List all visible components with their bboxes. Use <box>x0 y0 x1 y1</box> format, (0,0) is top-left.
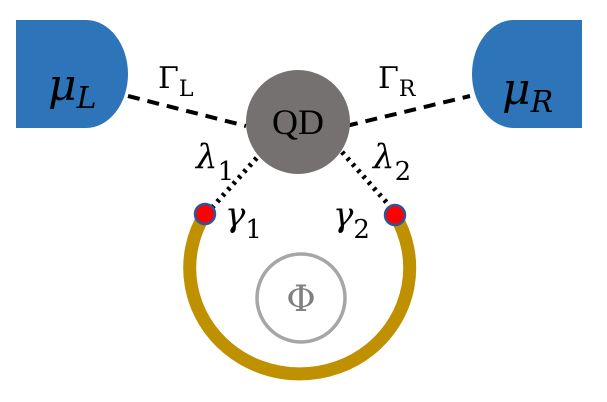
gamma2-label: γ2 <box>333 195 370 245</box>
left-lead <box>16 20 128 128</box>
right-lead-subscript: R <box>530 85 554 120</box>
quantum-dot <box>246 70 350 174</box>
lambda2-symbol: λ <box>371 137 395 177</box>
left-lead-subscript: L <box>76 81 97 116</box>
left-lead-symbol: μ <box>48 60 77 111</box>
superconducting-ring <box>183 207 417 381</box>
right-coupling-label: ΓR <box>378 61 417 102</box>
gamma1-symbol: γ <box>225 195 246 235</box>
lambda1-label: λ1 <box>194 137 234 187</box>
right-coupling-line <box>345 94 471 128</box>
right-lead-label: μR <box>502 64 553 120</box>
left-coupling-label: ΓL <box>158 61 194 102</box>
majorana-gamma2-marker <box>383 203 407 227</box>
gamma1-label: γ1 <box>225 195 262 245</box>
flux-label: Φ <box>286 279 316 320</box>
right-lead-symbol: μ <box>502 64 531 115</box>
lambda2-label: λ2 <box>371 137 411 187</box>
left-coupling-subscript: L <box>179 77 194 102</box>
gamma2-subscript: 2 <box>353 215 370 245</box>
right-coupling-subscript: R <box>399 77 417 102</box>
lambda2-coupling-line <box>340 150 397 214</box>
gamma1-subscript: 1 <box>245 215 262 245</box>
right-lead <box>472 20 582 128</box>
lambda1-subscript: 1 <box>218 157 235 187</box>
gamma2-symbol: γ <box>333 195 354 235</box>
majorana-gamma1-marker <box>193 202 217 226</box>
left-lead-label: μL <box>48 60 97 116</box>
left-coupling-line <box>127 94 247 128</box>
quantum-dot-label: QD <box>272 102 324 142</box>
lambda1-symbol: λ <box>194 137 218 177</box>
lambda1-coupling-line <box>207 150 264 213</box>
left-coupling-symbol: Γ <box>158 61 179 96</box>
flux-circle <box>255 252 347 344</box>
right-coupling-symbol: Γ <box>378 61 399 96</box>
lambda2-subscript: 2 <box>395 157 412 187</box>
